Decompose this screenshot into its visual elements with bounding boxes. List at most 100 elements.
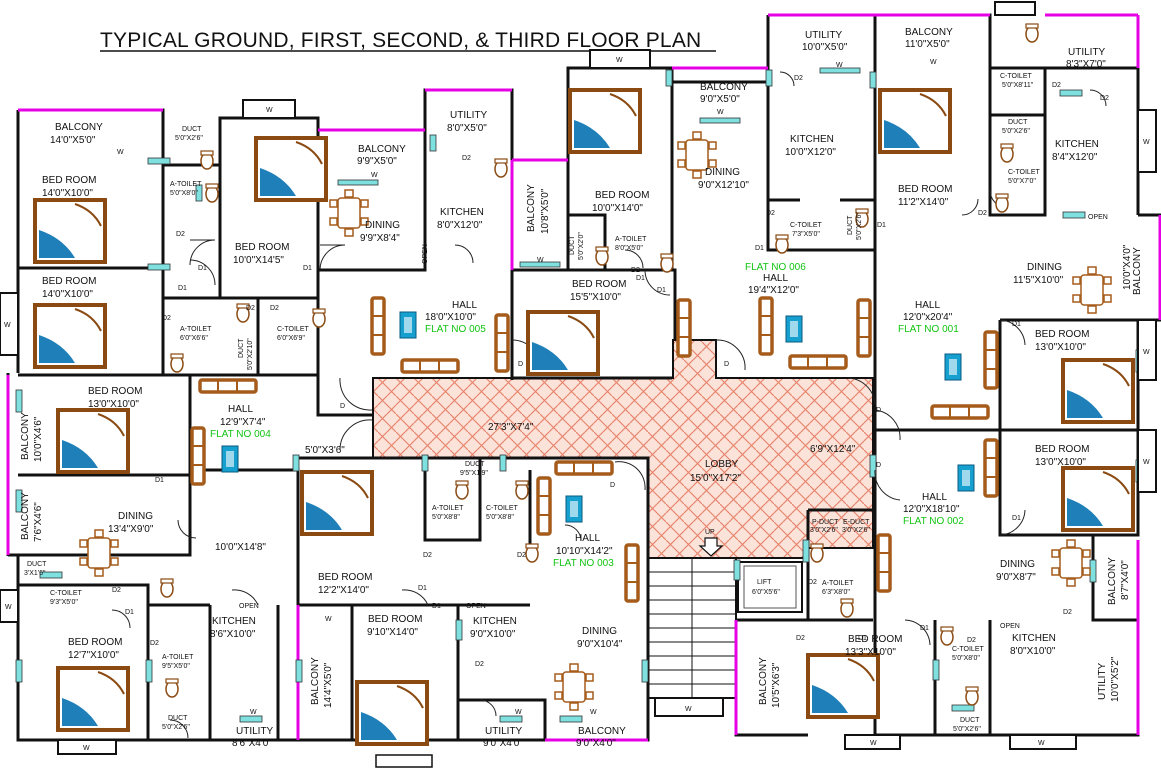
room-dim: 8'3"X7'0" <box>1066 59 1106 70</box>
door-label: D2 <box>1100 95 1109 102</box>
room-dining-004: DINING 13'4"X9'0" <box>108 511 154 535</box>
door-label: D2 <box>517 552 526 559</box>
window-labels: W W W W W W W W W W W W W W W W W W W W … <box>4 57 1150 752</box>
room-name: A-TOILET <box>170 181 202 188</box>
room-dim: 9'0"X4'0" <box>576 738 616 749</box>
room-bed-006b: BED ROOM 15'5"X10'0" <box>570 279 626 303</box>
room-utility-tr: UTILITY 10'0"X5'0" <box>802 30 848 53</box>
window-label: W <box>616 57 623 64</box>
room-name: BED ROOM <box>572 279 626 290</box>
door-label: D1 <box>755 245 764 252</box>
room-dim: 12'2"X14'0" <box>318 585 369 596</box>
room-dim: 5'0"X2'6" <box>1002 128 1030 135</box>
door-label: D1 <box>1012 321 1021 328</box>
room-atoilet-bl: A-TOILET 9'5"X5'0" <box>162 654 194 670</box>
room-name: DUCT <box>960 717 980 724</box>
room-duct-006: DUCT 5'0"X2'0" <box>569 232 585 260</box>
room-utility-br: UTILITY 10'0"X5'2" <box>1097 656 1121 702</box>
window-label: W <box>266 107 273 114</box>
room-kitchen-bl: KITCHEN 8'6"X10'0" <box>210 616 256 640</box>
room-name: BALCONY <box>700 82 748 93</box>
room-name: BED ROOM <box>235 242 289 253</box>
room-name: E-DUCT <box>843 519 870 526</box>
room-name: A-TOILET <box>432 505 464 512</box>
room-name: A-TOILET <box>162 654 194 661</box>
room-dim: 9'0"X4'0" <box>483 738 523 749</box>
room-name: KITCHEN <box>1055 139 1099 150</box>
room-dim: 10'0"X12'0" <box>785 147 836 158</box>
room-hall-001: HALL 12'0"x20'4" FLAT NO 001 <box>898 300 959 335</box>
room-dim: 6'3"X8'0" <box>822 589 850 596</box>
room-name: A-TOILET <box>822 580 854 587</box>
room-bed-tm: BED ROOM 10'0"X14'5" <box>233 242 289 266</box>
room-name: BALCONY <box>1107 557 1118 605</box>
door-label: D1 <box>877 222 886 229</box>
room-hall-004: HALL 12'9"X7'4" FLAT NO 004 <box>210 404 271 440</box>
flat-label-006: FLAT NO 006 <box>745 262 806 273</box>
room-atoilet-003: A-TOILET 5'0"X8'8" <box>432 505 464 521</box>
room-dim: 7'6"X4'6" <box>33 502 44 542</box>
room-duct-bl: DUCT 5'0"X2'6" <box>162 715 190 731</box>
door-swings <box>111 71 1107 739</box>
room-name: C-TOILET <box>486 505 518 512</box>
room-dim: 5'0"X7'0" <box>1008 178 1036 185</box>
room-name: UTILITY <box>485 726 523 737</box>
door-label: D1 <box>198 265 207 272</box>
room-bed-001: BED ROOM 11'2"X14'0" <box>898 184 952 208</box>
room-dim: 9'9"X5'0" <box>357 156 397 167</box>
corridor-dim: 27'3"X7'4" <box>488 422 534 433</box>
windows <box>15 67 1143 723</box>
door-label: D2 <box>808 579 817 586</box>
room-kitchen-tm: KITCHEN 8'0"X12'0" <box>437 207 484 231</box>
room-name: C-TOILET <box>277 326 309 333</box>
room-dim: 5'0"X2'6" <box>856 212 863 240</box>
window-label: W <box>1143 139 1150 146</box>
room-name: BALCONY <box>758 657 769 705</box>
room-bed-tl1: BED ROOM 14'0"X10'0" <box>42 175 96 199</box>
room-balcony-006: BALCONY 9'0"X5'0" <box>700 82 748 105</box>
room-dim: 10'0"X4'6" <box>33 416 44 462</box>
room-name: C-TOILET <box>50 590 82 597</box>
room-dim: 10'0"X14'0" <box>592 203 643 214</box>
room-balcony-tm: BALCONY 9'9"X5'0" <box>357 144 406 167</box>
room-duct-006b: DUCT 5'0"X2'6" <box>847 212 863 240</box>
room-dim: 13'0"X10'0" <box>88 399 139 410</box>
room-bed-tl2: BED ROOM 14'0"X10'0" <box>42 276 96 300</box>
room-dim: 12'0"X18'10" <box>903 504 960 515</box>
room-dim: 8'0"X10'0" <box>1010 646 1056 657</box>
door-label: D2 <box>176 231 185 238</box>
room-dim: 8'6"X10'0" <box>210 629 256 640</box>
door-label: OPEN <box>1000 623 1020 630</box>
window-label: W <box>930 59 937 66</box>
room-hall-006: FLAT NO 006 HALL 19'4"X12'0" <box>745 262 806 296</box>
room-dim: 8'0"X12'0" <box>437 220 483 231</box>
room-dim: 11'2"X14'0" <box>898 197 949 208</box>
door-label: D2 <box>423 552 432 559</box>
room-atoilet-005: A-TOILET 6'0"X6'6" <box>180 326 212 342</box>
window-label: W <box>250 709 257 716</box>
room-ctoilet-bl: C-TOILET 9'3"X5'0" <box>50 590 82 606</box>
plan-title: TYPICAL GROUND, FIRST, SECOND, & THIRD F… <box>100 29 701 52</box>
room-balcony-003: BALCONY 9'0"X4'0" <box>576 726 626 749</box>
door-label: D2 <box>462 155 471 162</box>
door-label: D <box>610 482 615 489</box>
room-dim: 9'0"X10'0" <box>470 629 516 640</box>
room-bed-bl: BED ROOM 12'7"X10'0" <box>68 637 122 661</box>
room-name: C-TOILET <box>790 222 822 229</box>
room-dim: 9'0"X8'7" <box>996 572 1036 583</box>
door-labels: D2 D1 D1 D1 D2 D2 D2 D2 D D D1 D1 D2 D D… <box>112 75 1109 668</box>
room-bed-001b: BED ROOM 13'0"X10'0" <box>1035 329 1089 353</box>
door-label: D <box>518 361 523 368</box>
room-dim: 10'8"X5'0" <box>540 188 551 234</box>
room-dim: 8'0"X5'0" <box>447 123 487 134</box>
room-kitchen-006: KITCHEN 10'0"X12'0" <box>785 134 836 158</box>
room-dim: 13'4"X9'0" <box>108 524 154 535</box>
door-label: D2 <box>112 587 121 594</box>
lift-label: LIFT 6'0"X5'6" <box>752 579 780 596</box>
room-name: BED ROOM <box>68 637 122 648</box>
room-bed-002b: BED ROOM 13'3"X10'0" <box>845 634 902 658</box>
room-name: BALCONY <box>578 726 626 737</box>
room-name: HALL <box>763 273 788 284</box>
room-dim: 10'0"X5'0" <box>802 42 848 53</box>
